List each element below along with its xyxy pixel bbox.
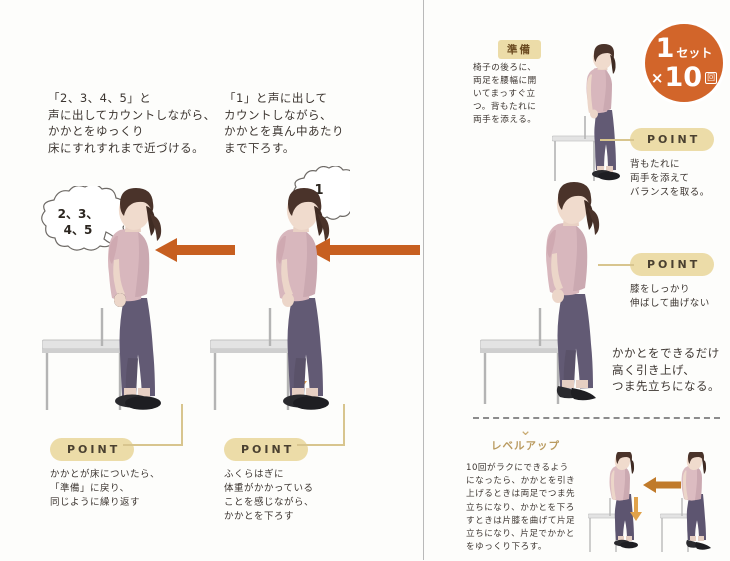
speech-bubble-count-2345-text: 2、3、 4、5 (57, 207, 99, 237)
point-block-right-2: POINT 膝をしっかり 伸ばして曲げない (630, 253, 725, 311)
figure-step-a (41, 188, 232, 417)
point-text-right-2: 膝をしっかり 伸ばして曲げない (630, 284, 710, 309)
point-label-right-2: POINT (630, 253, 715, 276)
levelup-header: ⌄ レベルアップ (473, 421, 578, 453)
point-leader-right-2 (598, 264, 634, 266)
figure-prep (551, 44, 647, 188)
reps-unit: 回 (705, 71, 718, 84)
step-b-caption: 「1」と声に出して カウントしながら、 かかとを真ん中あたり まで下ろす。 (224, 91, 344, 155)
figure-levelup-left (587, 450, 648, 561)
point-block-step-a: POINT かかとが床についたら、 「準備」に戻り、 同じように繰り返す (50, 438, 215, 510)
arrow-down-levelup (630, 497, 642, 525)
set-unit: セット (676, 46, 713, 60)
point-label-right-1: POINT (630, 128, 715, 151)
step-a-caption: 「2、3、4、5」と 声に出してカウントしながら、 かかとをゆっくり 床にすれす… (48, 91, 216, 155)
prep-text: 椅子の後ろに、 両足を腰幅に開 いてまっすぐ立 つ。背もたれに 両手を添える。 (473, 63, 537, 125)
figure-levelup-right (659, 450, 720, 561)
speech-bubble-count-1-text: 1 (314, 183, 324, 198)
set-number: 1 (655, 33, 675, 64)
heel-note-text: かかとをできるだけ 高く引き上げ、 つま先立ちになる。 (612, 346, 720, 393)
point-label-step-a: POINT (50, 438, 135, 461)
dashed-divider (473, 417, 720, 419)
point-text-step-b: ふくらはぎに 体重がかかっている ことを感じながら、 かかとを下ろす (224, 469, 315, 522)
point-block-step-b: POINT ふくらはぎに 体重がかかっている ことを感じながら、 かかとを下ろす (224, 438, 394, 524)
arrow-left-levelup (643, 476, 681, 498)
point-text-right-1: 背もたれに 両手を添えて バランスを取る。 (630, 159, 710, 198)
multiply-sign: × (650, 68, 664, 87)
levelup-label: レベルアップ (491, 440, 560, 452)
figure-step-b (209, 188, 400, 417)
figure-tiptoe (479, 182, 670, 411)
point-text-step-a: かかとが床についたら、 「準備」に戻り、 同じように繰り返す (50, 469, 161, 508)
point-leader-a-v (181, 404, 183, 446)
levelup-text: 10回がラクにできるよう になったら、かかとを引き 上げるときは両足でつま先 立… (466, 463, 576, 553)
point-leader-right-1 (600, 139, 634, 141)
point-leader-b-v (343, 404, 345, 446)
reps-number: 10 (664, 62, 703, 93)
set-count-badge: 1 セット × 10 回 (645, 24, 723, 102)
chevron-down-icon: ⌄ (519, 421, 532, 439)
vertical-divider (423, 0, 424, 560)
point-block-right-1: POINT 背もたれに 両手を添えて バランスを取る。 (630, 128, 725, 200)
arrow-left-large-2 (308, 236, 420, 268)
point-label-step-b: POINT (224, 438, 309, 461)
arrow-left-large-1 (155, 236, 235, 268)
point-leader-a-h (123, 444, 183, 446)
prep-header: 準備 (498, 40, 541, 59)
point-leader-b-h (297, 444, 345, 446)
